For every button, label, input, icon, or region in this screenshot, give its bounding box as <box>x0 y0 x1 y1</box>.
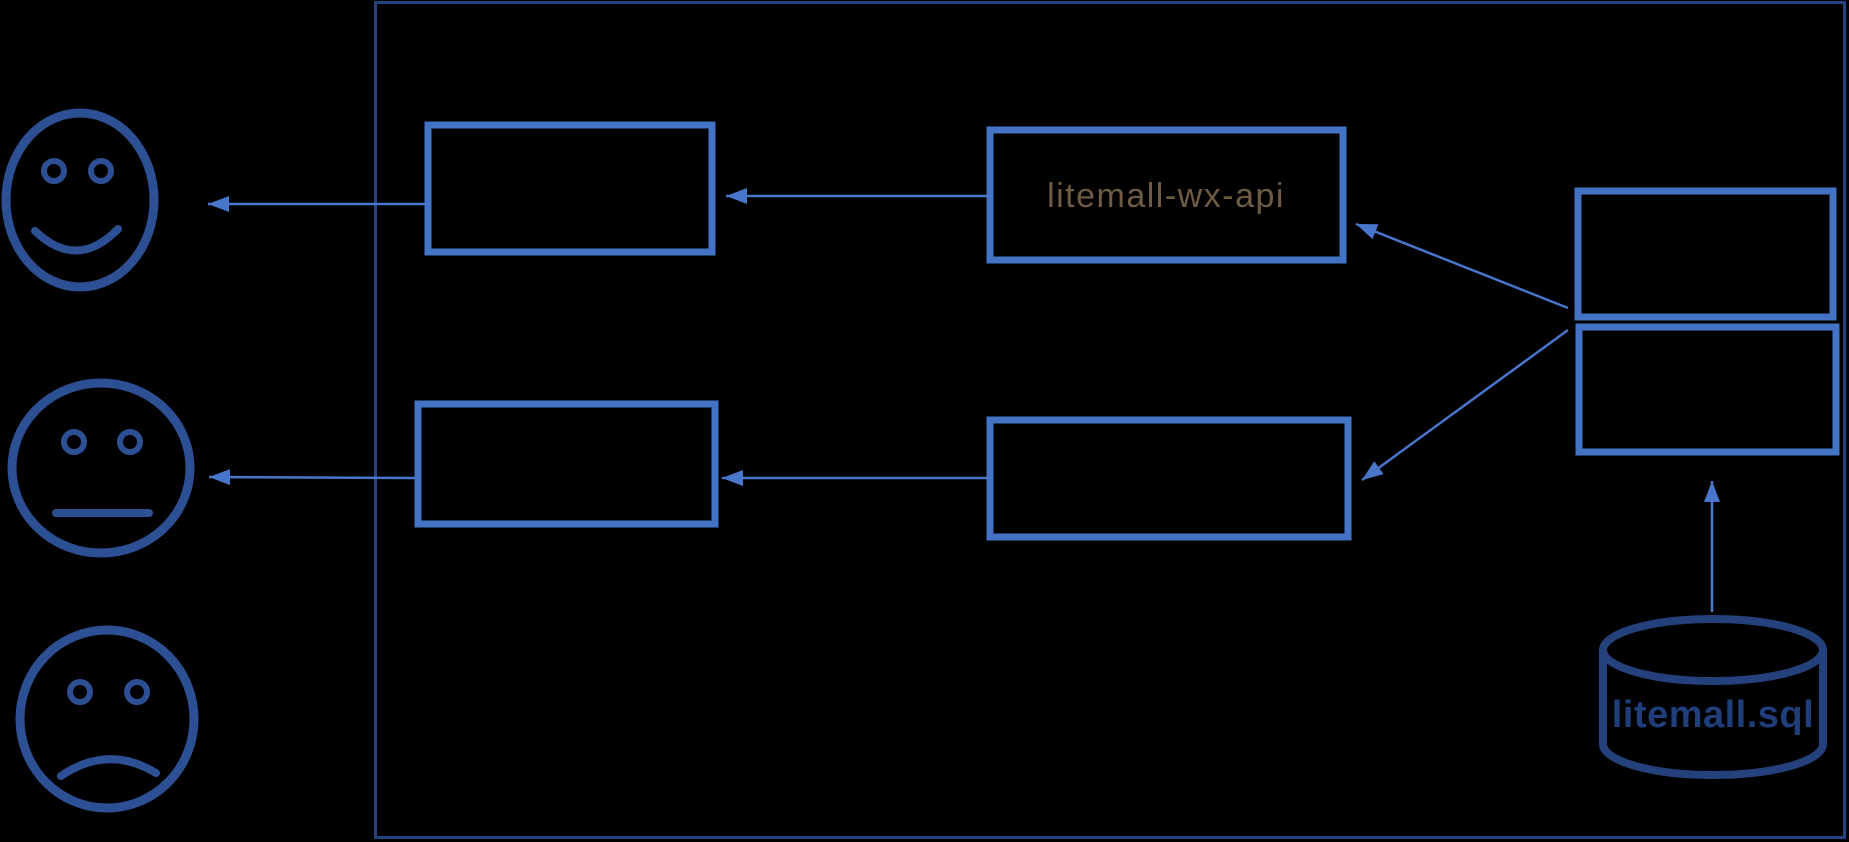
arrow-rightboxes-to-wxapi <box>1355 222 1569 310</box>
database-label: litemall.sql <box>1612 694 1814 736</box>
database-cylinder-top <box>1599 615 1827 685</box>
row2-left-box <box>414 400 719 528</box>
happy-face-left-eye <box>41 158 67 184</box>
wx-api-box-label: litemall-wx-api <box>1047 177 1285 215</box>
sad-face-outline <box>15 625 199 813</box>
arrow-rightboxes-to-row2middle <box>1361 328 1569 482</box>
happy-face-outline <box>1 108 159 292</box>
sad-face-right-eye <box>124 679 150 705</box>
right-bottom-box <box>1575 323 1840 456</box>
neutral-face-right-eye <box>117 429 143 455</box>
happy-face-smile <box>31 225 122 255</box>
sad-face-left-eye <box>67 679 93 705</box>
neutral-face-left-eye <box>61 429 87 455</box>
sad-face-frown <box>57 755 160 780</box>
neutral-face-outline <box>7 378 195 558</box>
right-top-box <box>1574 187 1837 321</box>
system-boundary-rect <box>374 1 1846 839</box>
row1-left-box <box>424 121 716 256</box>
arrow-row2left-to-neutral-face <box>208 469 419 486</box>
database-cylinder-icon: litemall.sql <box>1599 615 1827 779</box>
sad-face-icon <box>15 625 199 813</box>
database-cylinder-body <box>1599 650 1827 779</box>
happy-face-right-eye <box>88 158 114 184</box>
row2-middle-box <box>986 416 1352 541</box>
neutral-face-icon <box>7 378 195 558</box>
happy-face-icon <box>1 108 159 292</box>
